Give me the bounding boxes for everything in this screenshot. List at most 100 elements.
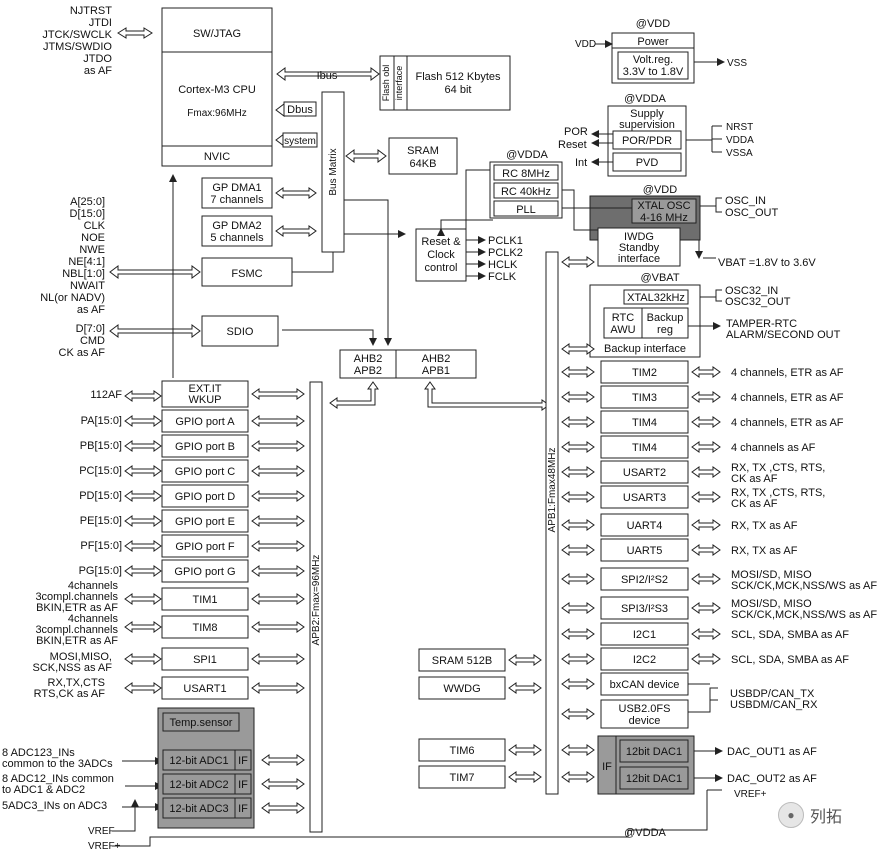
apb1-arrow [561, 678, 595, 690]
svg-text:PD[15:0]: PD[15:0] [79, 490, 122, 502]
left-io-arrows [109, 27, 201, 694]
por-pdr [612, 130, 682, 150]
apb1-pin-label: MOSI/SD, MISO [731, 598, 812, 610]
apb1-periph-name: UART5 [627, 545, 663, 557]
apb1-periph-name: UART4 [627, 520, 663, 532]
svg-text:IF: IF [238, 779, 248, 791]
exti-pins: 112AF [90, 389, 122, 401]
tamper-rtc-pin: TAMPER-RTC [726, 318, 797, 330]
svg-text:SDIO: SDIO [227, 326, 254, 338]
apb1-pin-label: RX, TX ,CTS, RTS, [731, 487, 825, 499]
vref-plus-label: VREF+ [88, 841, 121, 852]
apb1-periph-name: USART3 [623, 492, 666, 504]
svg-text:IF: IF [238, 755, 248, 767]
apb1-arrow [561, 491, 595, 503]
pin-arrow [691, 416, 721, 428]
apb1-arrow [561, 519, 595, 531]
sdio-block [201, 315, 279, 347]
svg-text:A[25:0]: A[25:0] [70, 196, 105, 208]
rc-8mhz [493, 164, 559, 181]
svg-text:NJTRST: NJTRST [70, 5, 112, 17]
xtal-osc [631, 198, 697, 224]
apb1-arrow [561, 441, 595, 453]
svg-text:PG[15:0]: PG[15:0] [79, 565, 122, 577]
pin-arrow [691, 573, 721, 585]
apb1-periph-2 [600, 410, 689, 434]
svg-text:RX,TX,CTS: RX,TX,CTS [48, 677, 105, 689]
svg-text:PVD: PVD [636, 157, 659, 169]
svg-text:NWE: NWE [79, 244, 105, 256]
svg-text:D[7:0]: D[7:0] [76, 323, 105, 335]
svg-text:WKUP: WKUP [189, 394, 222, 406]
svg-text:3compl.channels: 3compl.channels [35, 591, 118, 603]
flash-memory: Flash 512 Kbytes [416, 71, 501, 83]
svg-text:PC[15:0]: PC[15:0] [79, 465, 122, 477]
svg-text:TIM7: TIM7 [449, 772, 474, 784]
apb1-pin-label: 4 channels, ETR as AF [731, 392, 844, 404]
apb1-periph-4 [600, 460, 689, 484]
dac-out2-pin: DAC_OUT2 as AF [727, 773, 817, 785]
svg-text:8 ADC12_INs common: 8 ADC12_INs common [2, 773, 114, 785]
svg-text:12-bit ADC1: 12-bit ADC1 [169, 755, 228, 767]
xtal-32khz [623, 289, 689, 305]
apb1-periph-10 [600, 622, 689, 646]
svg-text:Temp.sensor: Temp.sensor [170, 717, 233, 729]
osc32-out-pin: OSC32_OUT [725, 296, 791, 308]
svg-text:3.3V to 1.8V: 3.3V to 1.8V [623, 66, 684, 78]
usb-dp-pin: USBDP/CAN_TX [730, 688, 815, 700]
tim1-pins: 4channels 3compl.channels BKIN,ETR as AF [35, 580, 118, 614]
ibus-arrow [276, 67, 380, 81]
vss-label: VSS [727, 58, 747, 69]
dac1 [619, 739, 689, 763]
reset-clock-control [415, 228, 467, 282]
alarm-out-pin: ALARM/SECOND OUT [726, 329, 841, 341]
apb1-pin-label: RX, TX as AF [731, 545, 798, 557]
svg-text:IF: IF [238, 803, 248, 815]
svg-text:XTAL OSC: XTAL OSC [637, 200, 690, 212]
ibus-label: Ibus [317, 70, 338, 82]
bus-matrix-label: Bus Matrix [328, 148, 339, 195]
system-label: system [284, 136, 316, 147]
sw-jtag-block: SW/JTAG [193, 28, 241, 40]
adc2 [162, 773, 252, 795]
apb1-pin-label: SCL, SDA, SMBA as AF [731, 654, 849, 666]
apb1-periph-name: I2C2 [633, 654, 656, 666]
apb1-left-peripherals: SRAM 512B WWDG TIM6 TIM7 [418, 648, 542, 789]
apb1-arrow [561, 602, 595, 614]
sram-64kb [388, 137, 458, 175]
backup-interface: Backup interface [604, 343, 686, 355]
svg-text:12bit DAC1: 12bit DAC1 [626, 773, 682, 785]
apb1-periph-name: bxCAN device [610, 679, 680, 691]
apb1-periph-9 [600, 596, 689, 620]
adc3 [162, 797, 252, 819]
ahb2-apb2-bridge [339, 349, 397, 379]
svg-text:SPI1: SPI1 [193, 654, 217, 666]
watermark: ● 列拓 [778, 800, 888, 830]
apb1-periph-name: I2C1 [633, 629, 656, 641]
pin-arrow [691, 366, 721, 378]
clock-outputs: PCLK1 PCLK2 HCLK FCLK [466, 235, 523, 283]
svg-text:USART1: USART1 [183, 683, 226, 695]
apb1-label: APB1:Fmax48MHz [547, 447, 558, 532]
svg-text:PE[15:0]: PE[15:0] [80, 515, 122, 527]
gp-dma2 [201, 215, 273, 247]
svg-text:8 ADC123_INs: 8 ADC123_INs [2, 747, 75, 759]
svg-text:control: control [424, 262, 457, 274]
spi1-pins: MOSI,MISO, SCK,NSS as AF [33, 651, 113, 674]
svg-text:NL(or NADV): NL(or NADV) [40, 292, 105, 304]
svg-text:5 channels: 5 channels [210, 232, 264, 244]
gp-dma1 [201, 177, 273, 209]
svg-text:to ADC1 & ADC2: to ADC1 & ADC2 [2, 784, 85, 796]
svg-text:GPIO port B: GPIO port B [175, 441, 235, 453]
rc-40khz [493, 182, 559, 199]
svg-text:RTC: RTC [612, 312, 634, 324]
wechat-icon: ● [778, 802, 804, 828]
apb1-periph-name: USB2.0FS [619, 703, 671, 715]
svg-text:TIM6: TIM6 [449, 745, 474, 757]
svg-text:Volt.reg.: Volt.reg. [633, 54, 673, 66]
svg-text:NBL[1:0]: NBL[1:0] [62, 268, 105, 280]
svg-text:HCLK: HCLK [488, 259, 518, 271]
xtal-vdd-domain: @VDD [643, 184, 677, 196]
osc-vdda-domain: @VDDA [506, 149, 548, 161]
svg-text:JTMS/SWDIO: JTMS/SWDIO [43, 41, 112, 53]
